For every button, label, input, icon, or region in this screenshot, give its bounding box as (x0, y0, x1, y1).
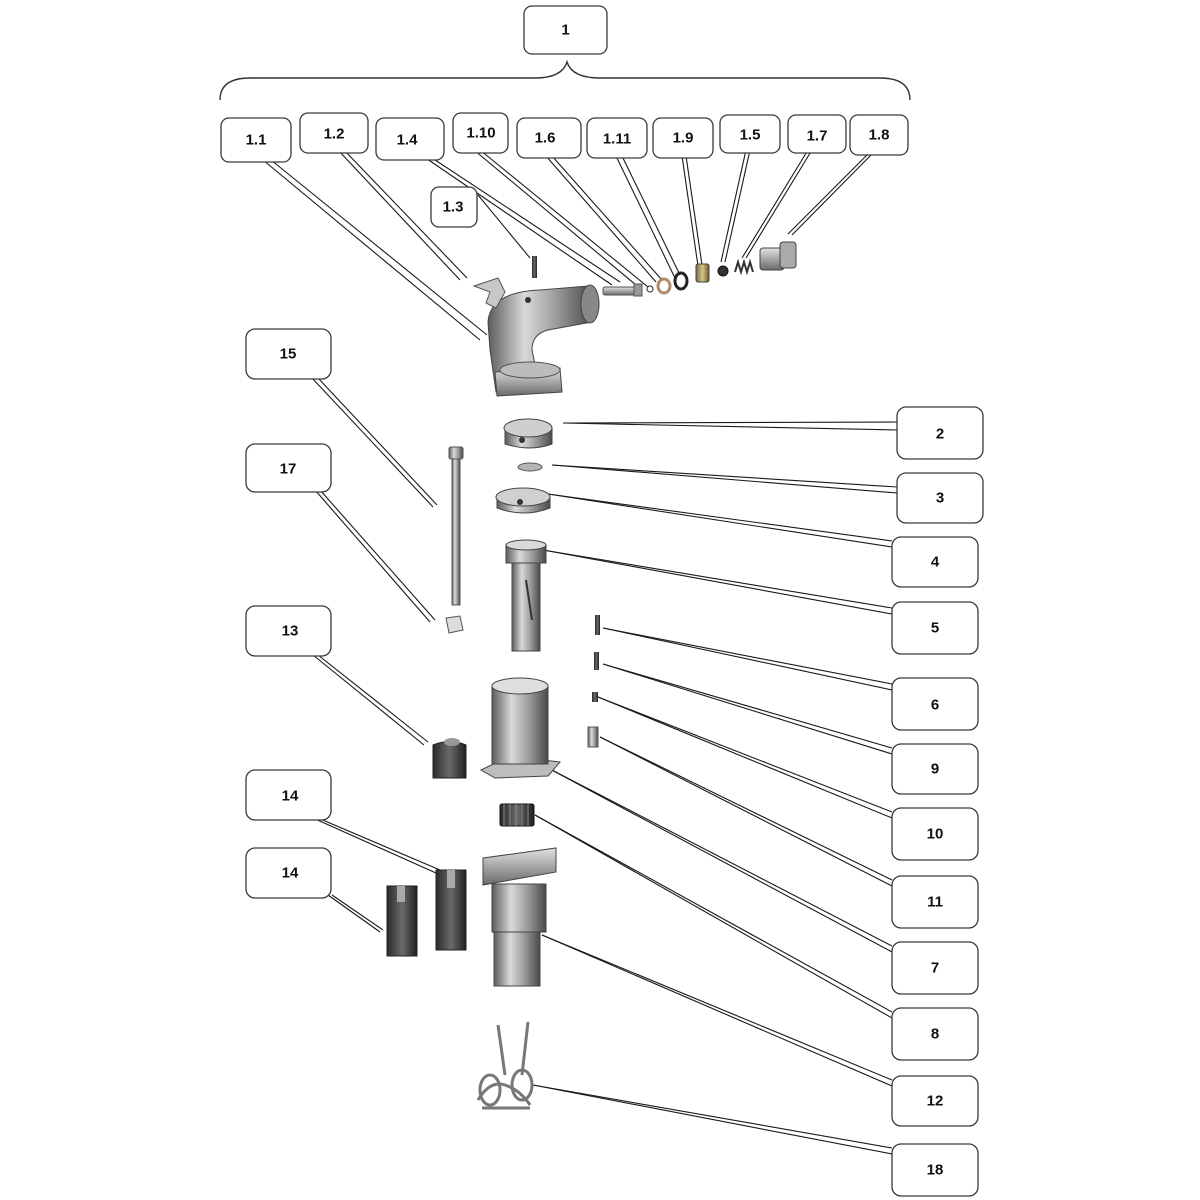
part-ring (656, 277, 672, 295)
part-lever (472, 277, 506, 309)
part-key-10 (592, 692, 598, 702)
part-o-ring (673, 271, 689, 291)
part-flange-lower (495, 487, 551, 514)
label-11: 11 (891, 875, 979, 929)
label-1-10: 1.10 (452, 112, 509, 154)
svg-text:2: 2 (936, 426, 944, 443)
label-14-lower: 14 (245, 847, 332, 899)
part-bushing-14a (386, 885, 418, 957)
label-5: 5 (891, 601, 979, 655)
label-4: 4 (891, 536, 979, 588)
svg-text:1.5: 1.5 (740, 127, 761, 144)
svg-text:10: 10 (927, 826, 944, 843)
svg-text:11: 11 (927, 894, 943, 911)
label-9: 9 (891, 743, 979, 795)
part-cylinder-body (479, 677, 561, 779)
svg-text:1.10: 1.10 (466, 125, 495, 142)
parts (386, 241, 797, 1110)
svg-text:12: 12 (927, 1093, 944, 1110)
part-key-9 (594, 652, 599, 670)
svg-text:17: 17 (280, 461, 297, 478)
svg-text:1.7: 1.7 (807, 128, 828, 145)
label-18: 18 (891, 1143, 979, 1197)
part-main-shaft (482, 847, 557, 987)
svg-text:1.11: 1.11 (603, 131, 631, 148)
label-3: 3 (896, 472, 984, 524)
svg-text:1.2: 1.2 (324, 126, 345, 143)
part-small-washer (646, 285, 654, 293)
part-gear (499, 803, 535, 827)
label-12: 12 (891, 1075, 979, 1127)
label-1-6: 1.6 (516, 117, 582, 159)
part-pin-1-3 (532, 256, 537, 278)
svg-text:13: 13 (282, 623, 299, 640)
svg-text:14: 14 (282, 788, 299, 805)
label-1-9: 1.9 (652, 117, 714, 159)
label-10: 10 (891, 807, 979, 861)
part-long-bolt (448, 446, 464, 606)
svg-text:1.4: 1.4 (397, 132, 419, 149)
svg-text:6: 6 (931, 697, 939, 714)
label-1-2: 1.2 (299, 112, 369, 154)
part-bushing-14b (435, 869, 467, 951)
part-spring-clip (476, 1021, 534, 1110)
label-1-4: 1.4 (375, 117, 445, 161)
label-1-1: 1.1 (220, 117, 292, 163)
part-sleeve (432, 738, 467, 779)
svg-text:1.3: 1.3 (443, 199, 464, 216)
svg-text:9: 9 (931, 761, 939, 778)
label-6: 6 (891, 677, 979, 731)
svg-text:1.1: 1.1 (246, 132, 267, 149)
part-key-11 (587, 726, 599, 748)
label-8: 8 (891, 1007, 979, 1061)
part-ball (717, 265, 729, 277)
svg-text:5: 5 (931, 620, 939, 637)
svg-text:4: 4 (931, 554, 940, 571)
part-bushing (695, 263, 710, 283)
label-14-upper: 14 (245, 769, 332, 821)
part-spring-1-7 (734, 258, 754, 276)
part-elbow-housing (487, 284, 600, 397)
label-17: 17 (245, 443, 332, 493)
label-1-11: 1.11 (586, 117, 648, 159)
svg-text:15: 15 (280, 346, 297, 363)
label-1-3: 1.3 (430, 186, 478, 228)
svg-text:3: 3 (936, 490, 944, 507)
part-piston (505, 539, 547, 652)
part-key-6 (595, 615, 600, 635)
svg-text:7: 7 (931, 960, 939, 977)
svg-text:14: 14 (282, 865, 299, 882)
svg-text:8: 8 (931, 1026, 939, 1043)
label-1-5: 1.5 (719, 114, 781, 154)
leader-lines (262, 149, 898, 1155)
part-hex-nut (759, 241, 797, 271)
svg-text:1.6: 1.6 (535, 130, 556, 147)
label-text: 1 (561, 22, 569, 39)
part-flange-upper (503, 418, 553, 449)
svg-text:18: 18 (927, 1162, 944, 1179)
label-2: 2 (896, 406, 984, 460)
part-valve-stem (602, 283, 643, 297)
part-reed (517, 462, 543, 472)
label-15: 15 (245, 328, 332, 380)
svg-text:1.9: 1.9 (673, 130, 694, 147)
part-small-nut (445, 615, 464, 634)
label-assembly-1: 1 (523, 5, 608, 55)
assembly-brace (219, 59, 911, 101)
label-1-7: 1.7 (787, 114, 847, 154)
svg-text:1.8: 1.8 (869, 127, 890, 144)
label-13: 13 (245, 605, 332, 657)
label-7: 7 (891, 941, 979, 995)
label-1-8: 1.8 (849, 114, 909, 156)
